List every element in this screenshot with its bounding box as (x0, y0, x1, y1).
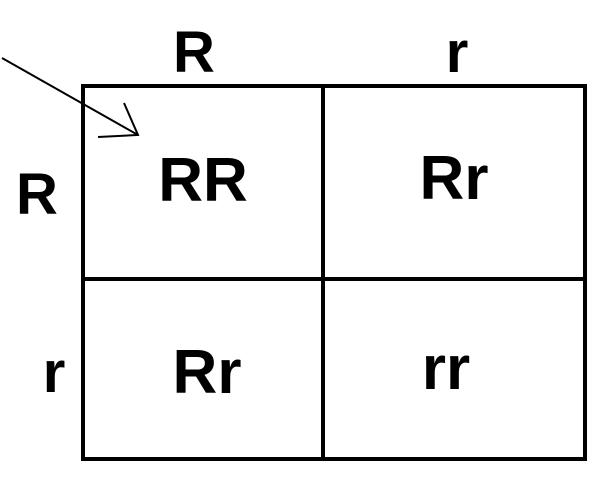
row-header-2: r (43, 340, 66, 405)
grid-outer-border (81, 84, 587, 461)
cell-top-left: RR (158, 146, 248, 215)
cell-bottom-left: Rr (173, 338, 242, 407)
pointer-arrow (1, 57, 140, 138)
cell-top-right: Rr (420, 144, 489, 213)
punnett-grid (81, 84, 587, 461)
cell-bottom-right: rr (422, 334, 470, 403)
column-header-1: R (173, 20, 215, 85)
arrow-head (97, 102, 140, 138)
row-header-1: R (16, 162, 58, 227)
column-header-2: r (446, 20, 469, 85)
arrow-shaft (1, 57, 139, 136)
